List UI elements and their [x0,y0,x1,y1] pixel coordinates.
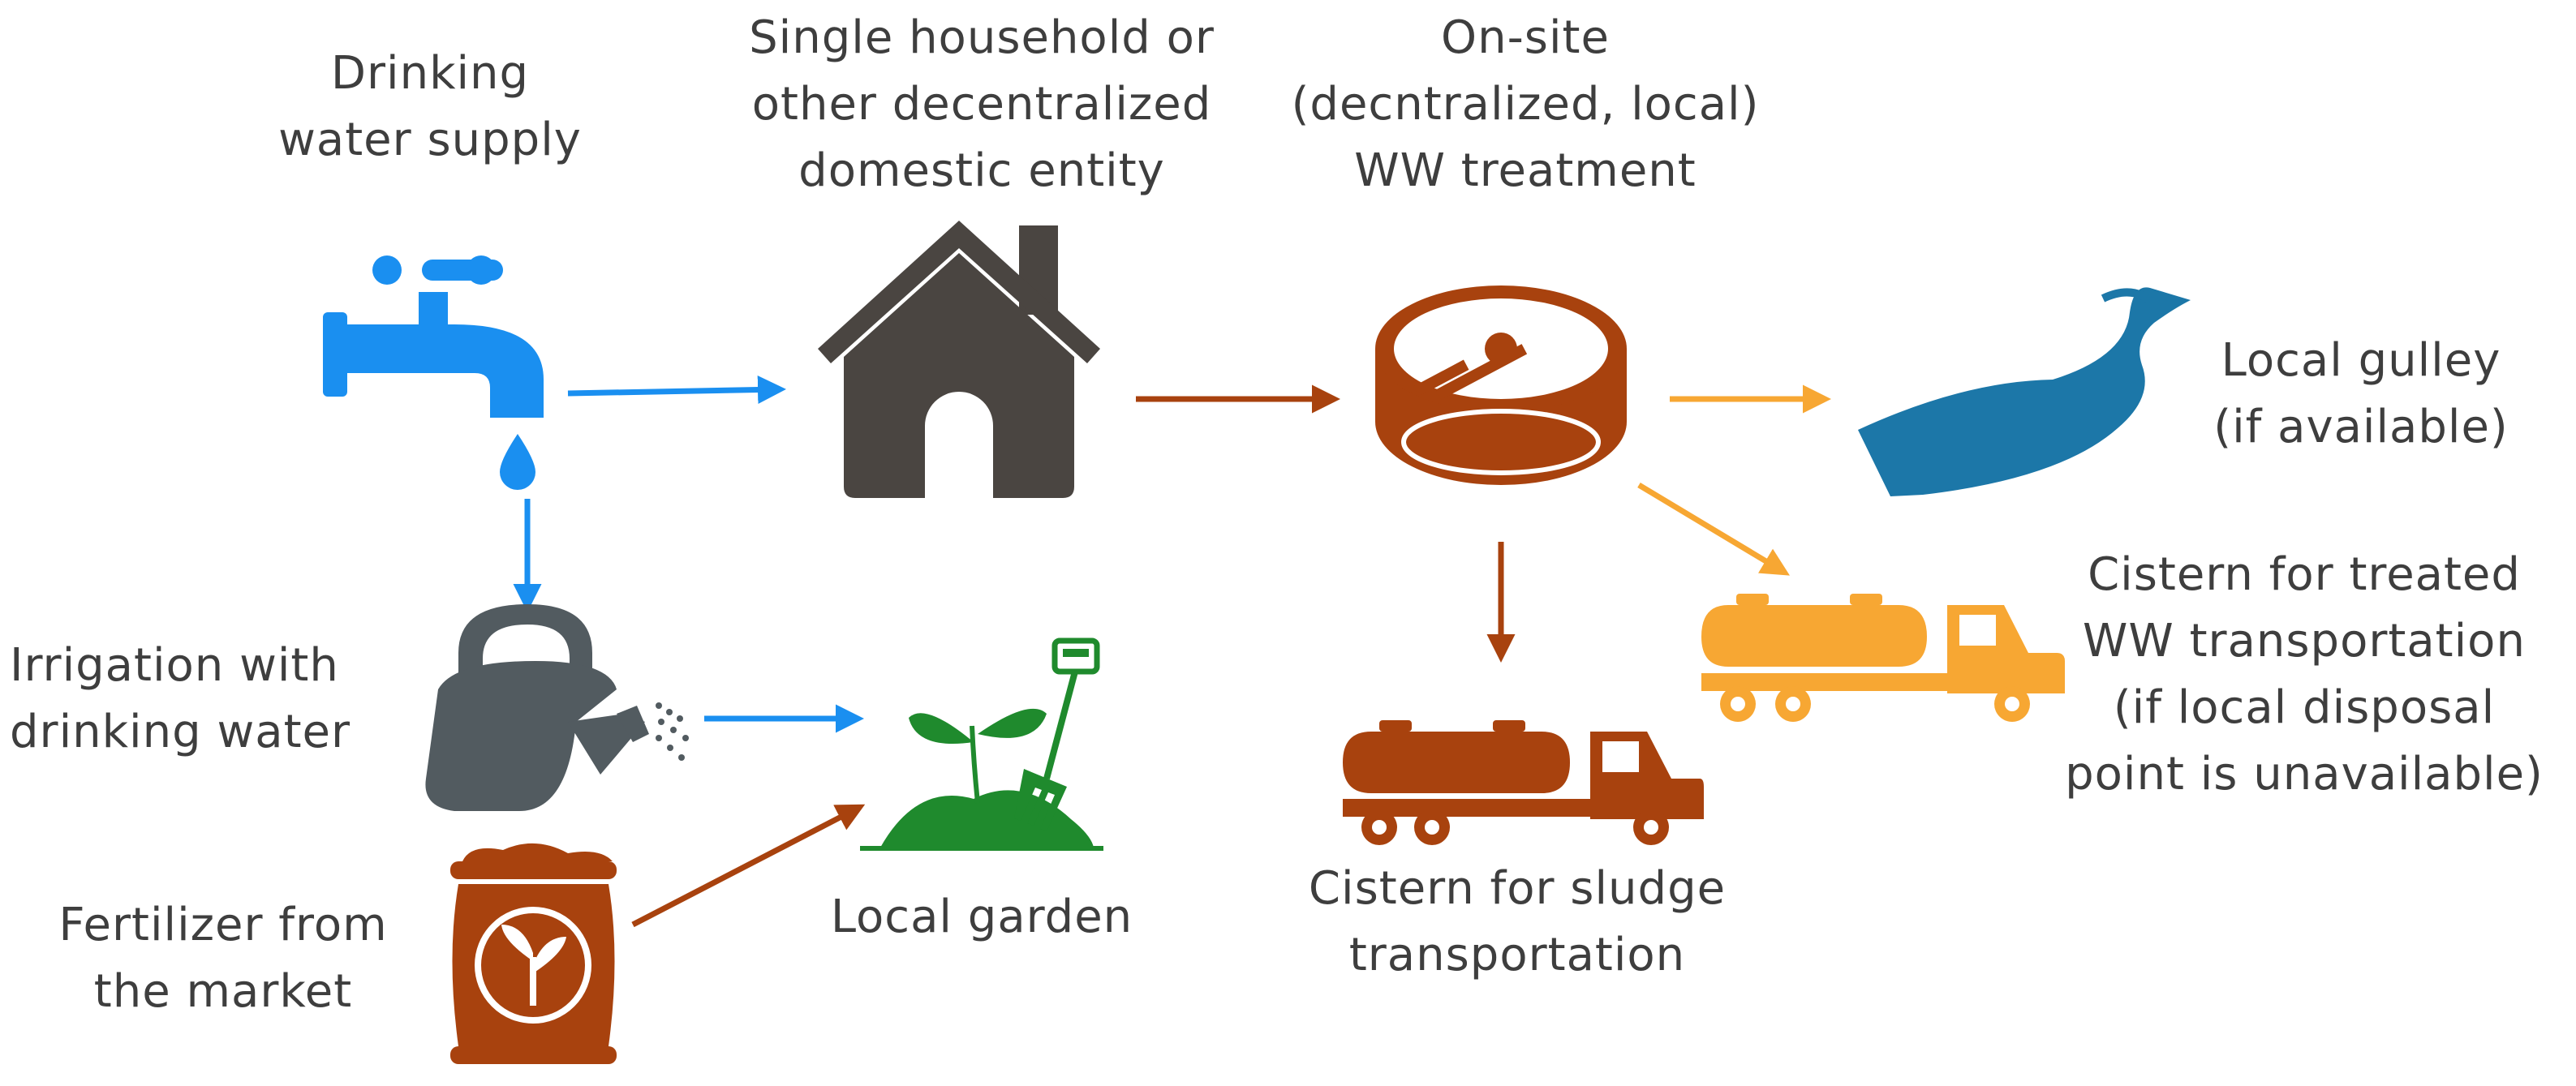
label-line: (if local disposal [2113,681,2496,734]
label-line: Cistern for treated [2088,548,2521,601]
house-icon [818,221,1100,498]
label-line: other decentralized [751,78,1212,131]
label-line: Local garden [830,891,1133,943]
label-fertilizer: Fertilizer from the market [32,892,414,1025]
label-onsite-treatment: On-site (decntralized, local) WW treatme… [1249,5,1801,204]
arrow-treatment-to-treated [1637,482,1791,576]
watering-can-icon [425,604,689,811]
label-line: (if available) [2213,401,2509,453]
label-line: Drinking [330,47,530,100]
label-line: point is unavailable) [2065,748,2544,801]
label-drinking-water-supply: Drinking water supply [268,41,592,174]
label-line: Irrigation with [10,639,339,692]
fertilizer-bag-icon [450,843,617,1064]
label-irrigation: Irrigation with drinking water [10,633,391,766]
label-line: transportation [1348,929,1686,981]
label-line: Fertilizer from [58,899,388,951]
label-local-gulley: Local gulley (if available) [2191,328,2531,461]
garden-icon [860,637,1103,851]
label-line: Cistern for sludge [1308,862,1727,915]
label-line: WW treatment [1354,144,1697,197]
label-treated-cistern: Cistern for treated WW transportation (i… [2045,542,2564,808]
label-line: Local gulley [2221,334,2501,387]
label-single-household: Single household or other decentralized … [714,5,1249,204]
label-line: drinking water [10,706,350,758]
label-line: the market [93,965,353,1018]
sludge-truck-icon [1343,720,1704,845]
label-line: domestic entity [798,144,1165,197]
label-local-garden: Local garden [787,884,1176,951]
label-line: On-site [1441,11,1610,64]
river-icon [1858,287,2191,496]
label-line: WW transportation [2083,615,2526,667]
treated-truck-icon [1701,594,2065,722]
arrow-fertilizer-to-garden [631,804,866,928]
label-line: water supply [278,114,582,166]
label-sludge-cistern: Cistern for sludge transportation [1266,856,1769,989]
treatment-tank-icon [1375,285,1627,485]
faucet-icon [323,255,544,490]
label-line: Single household or [749,11,1215,64]
arrow-tap-to-house [567,376,786,405]
label-line: (decntralized, local) [1291,78,1760,131]
